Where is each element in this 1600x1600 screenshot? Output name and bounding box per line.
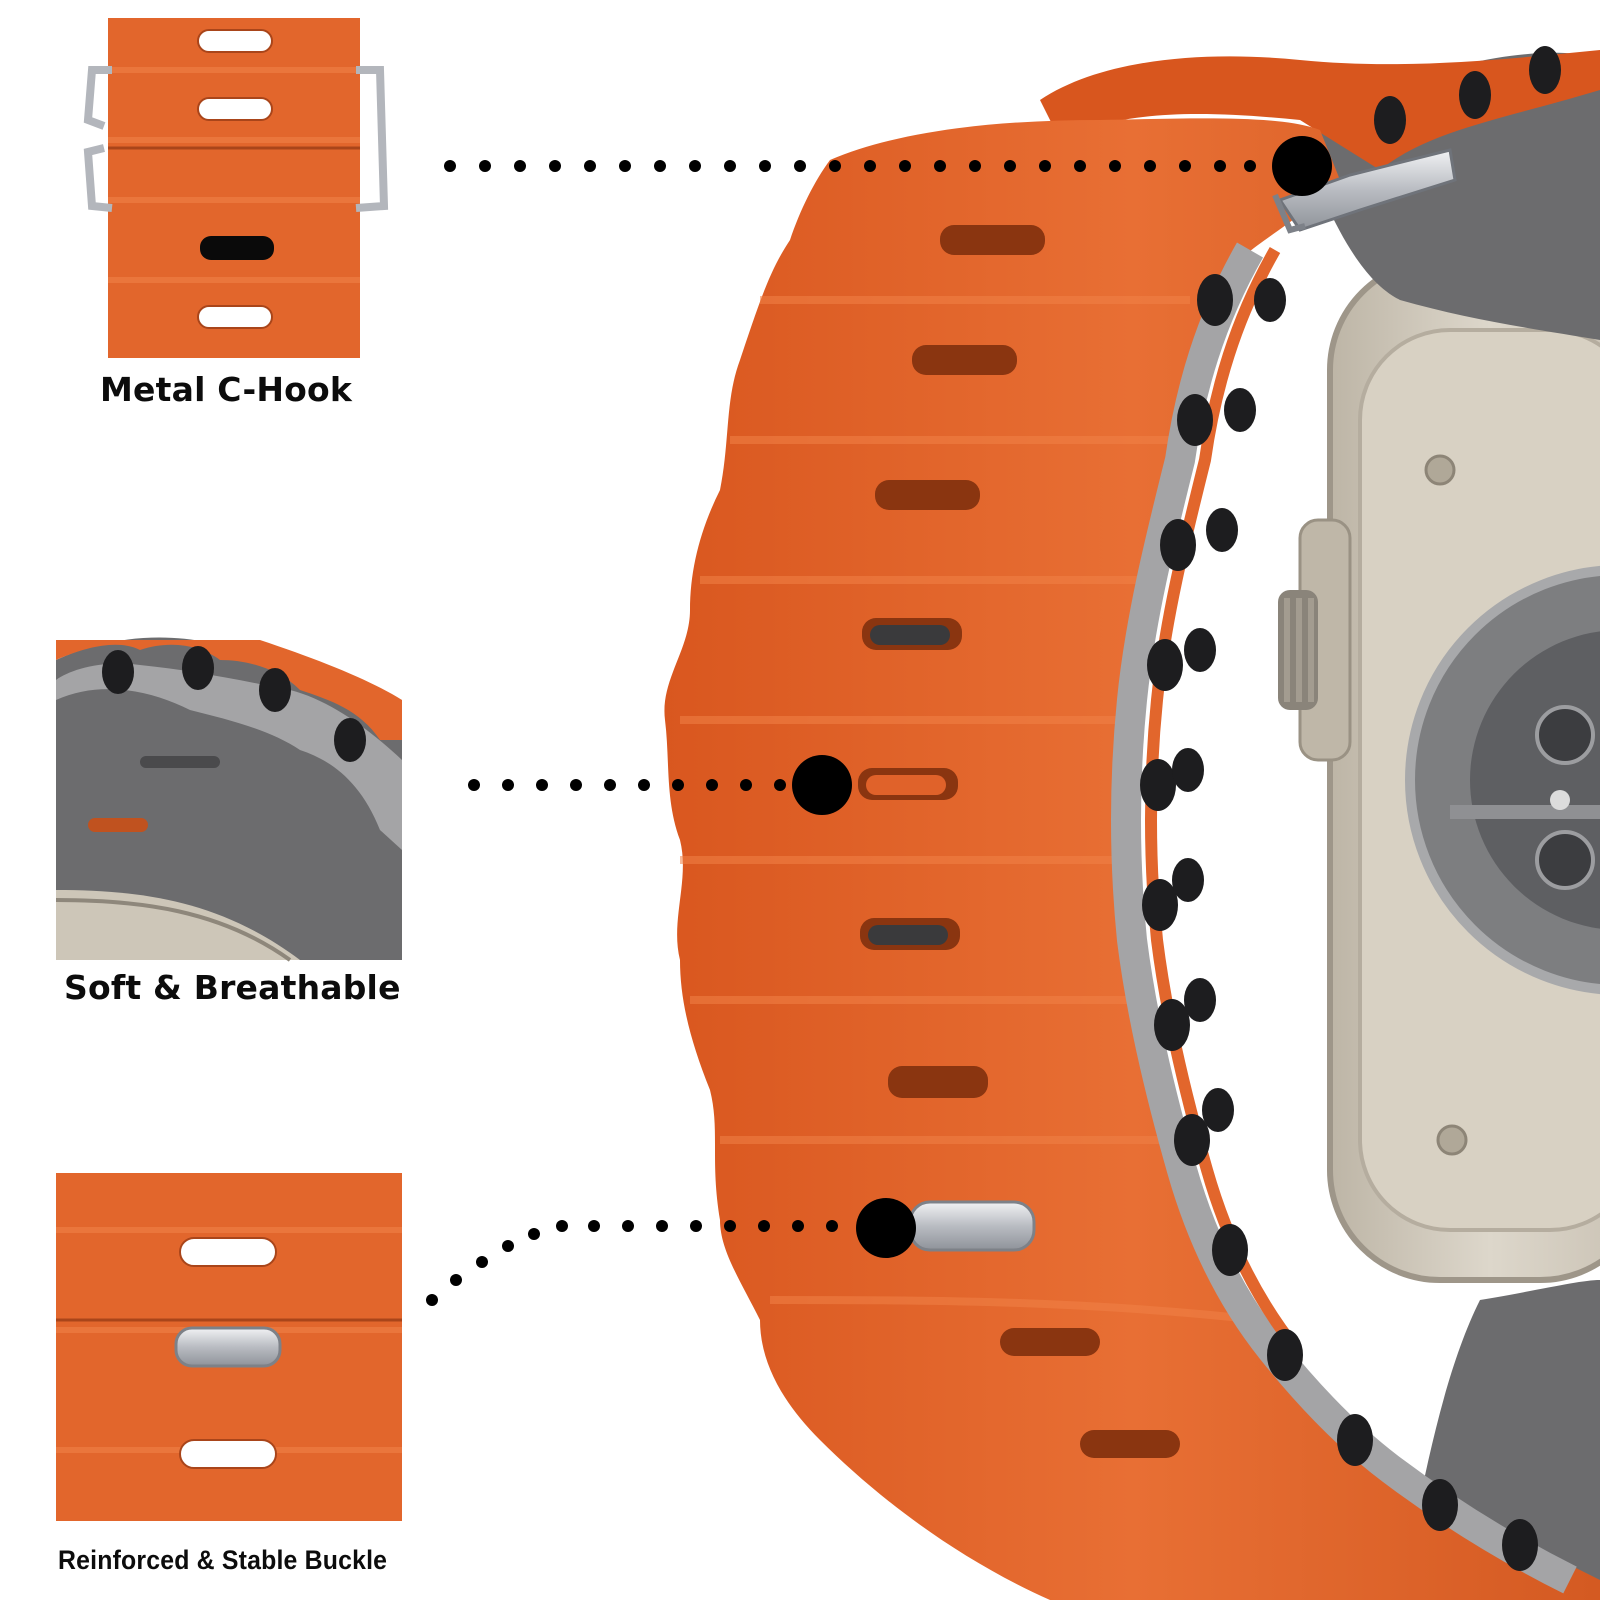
band-vent-hole-icon xyxy=(1140,46,1561,1571)
caption-soft-breathable: Soft & Breathable xyxy=(64,968,401,1007)
band-top-loop xyxy=(1040,50,1600,170)
leader-line-1 xyxy=(444,136,1332,196)
caption-reinforced-buckle: Reinforced & Stable Buckle xyxy=(58,1545,388,1575)
inset-metal-c-hook xyxy=(83,18,389,358)
band-slot-icon xyxy=(858,225,1180,1458)
leader-line-3 xyxy=(426,1198,916,1306)
leader-line-2 xyxy=(468,755,852,815)
watch-case-icon xyxy=(1278,257,1600,1283)
case-screw-icon xyxy=(1424,454,1468,1156)
digital-crown-icon xyxy=(1278,590,1318,710)
metal-c-hook-icon xyxy=(1272,148,1457,234)
metal-buckle-icon xyxy=(908,1200,1036,1252)
inset-reinforced-buckle xyxy=(56,1173,402,1521)
caption-metal-c-hook: Metal C-Hook xyxy=(100,370,353,409)
c-hook-clasp-icon xyxy=(83,66,389,212)
inset-soft-breathable xyxy=(55,637,402,962)
